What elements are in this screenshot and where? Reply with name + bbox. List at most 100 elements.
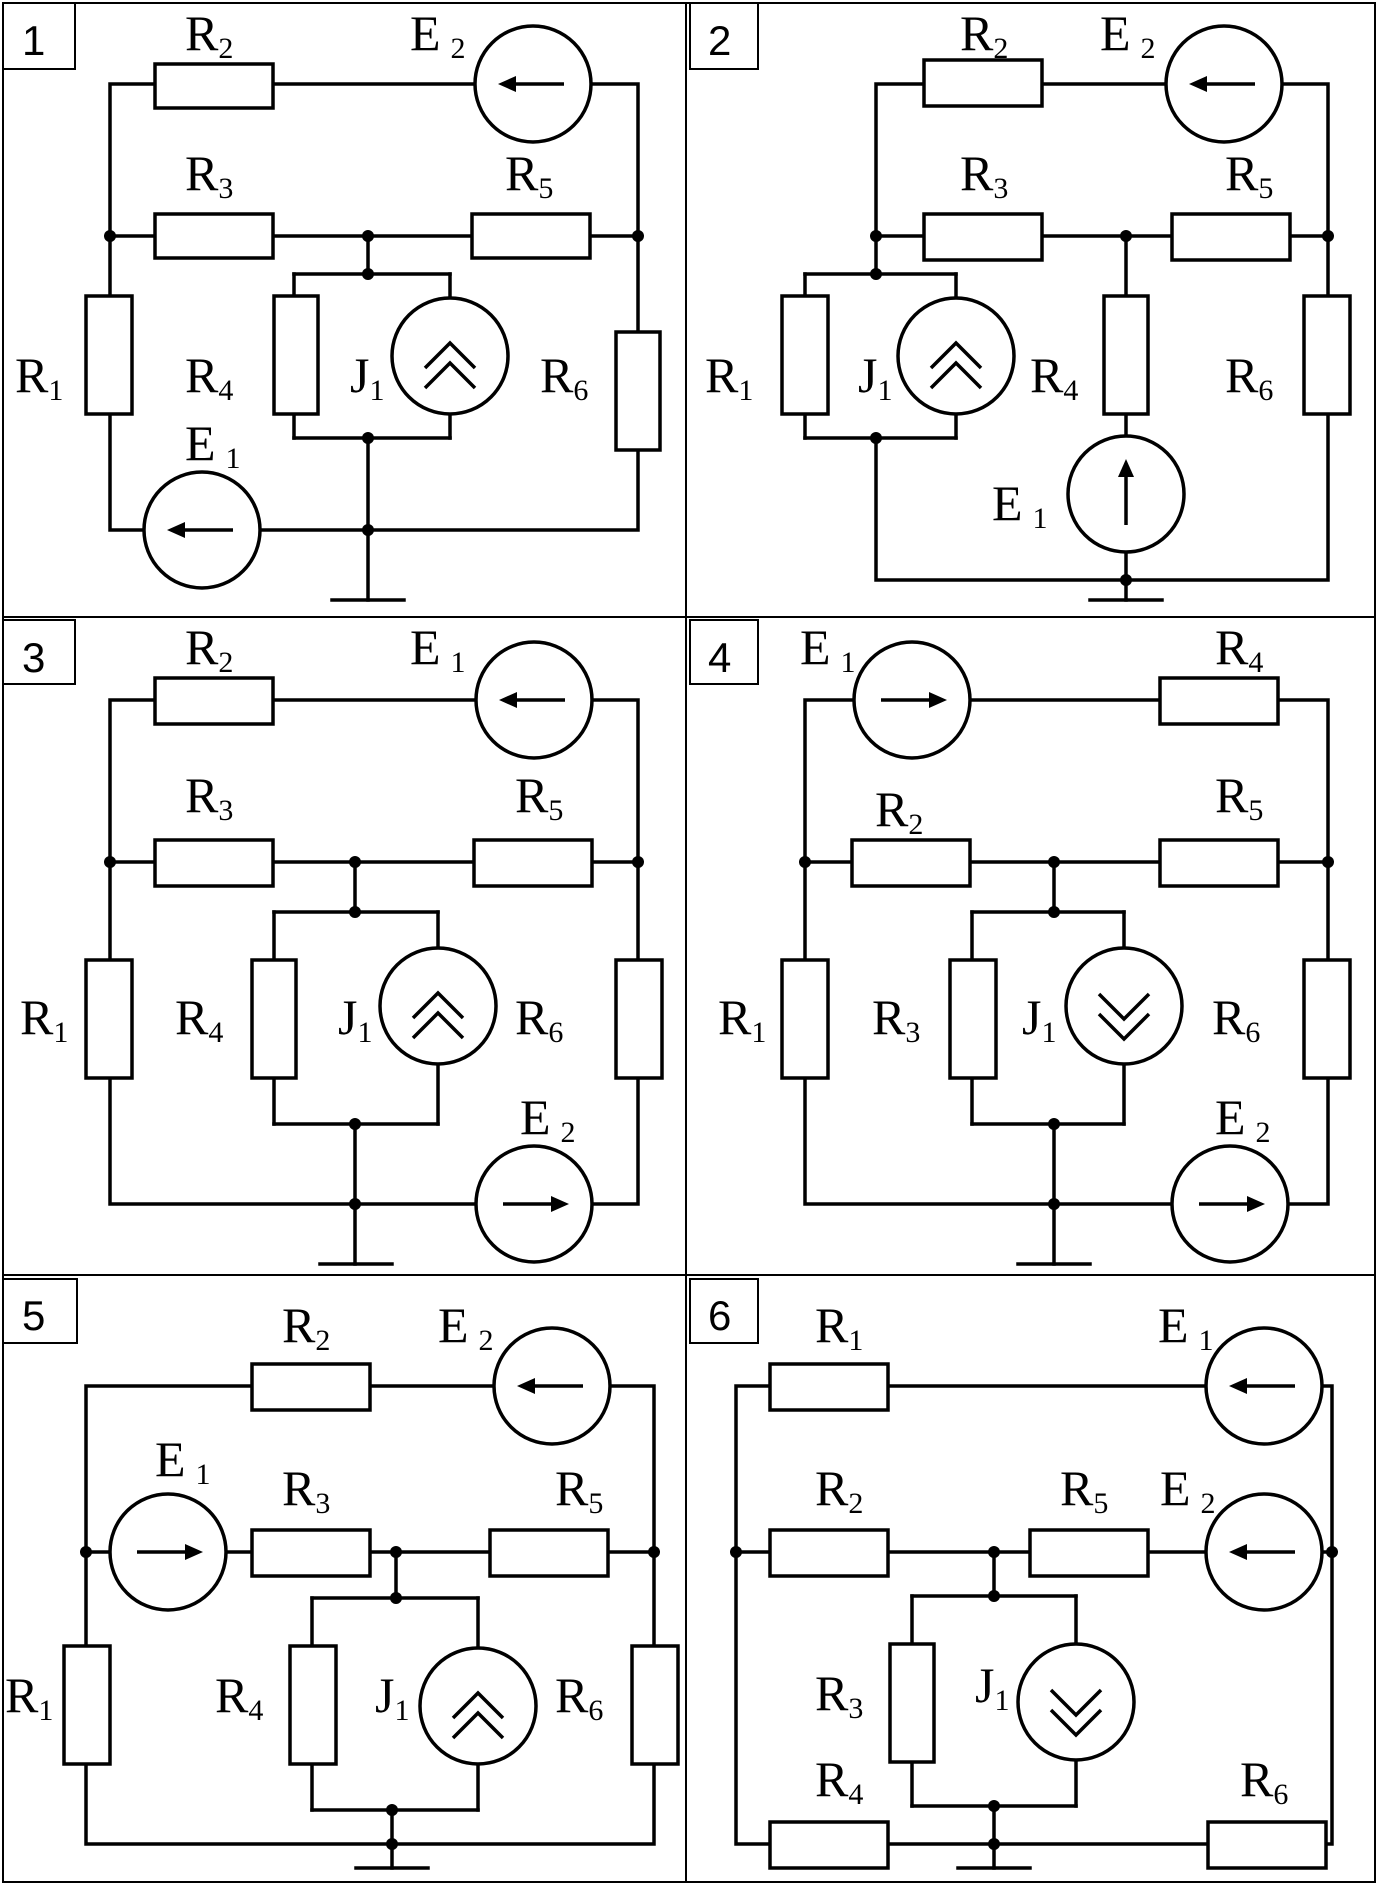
label-r5: R5 [515, 767, 563, 827]
label-r3: R3 [185, 767, 233, 827]
label-r1: R1 [5, 1667, 53, 1727]
label-r2: R2 [185, 5, 233, 65]
label-r4: R4 [175, 989, 223, 1049]
label-r5: R5 [1215, 767, 1263, 827]
panel-3: 3 [2, 619, 664, 1266]
voltage-source-e2 [473, 24, 593, 144]
resistor-r5 [1028, 1528, 1150, 1578]
label-r3: R3 [815, 1665, 863, 1725]
voltage-source-e2 [1170, 1144, 1290, 1264]
resistor-r5 [470, 212, 592, 260]
current-source-j1 [1016, 1642, 1136, 1762]
label-r4: R4 [815, 1751, 863, 1811]
current-source-j1 [390, 296, 510, 416]
resistor-r4 [250, 958, 298, 1080]
voltage-source-e2 [1164, 24, 1284, 144]
label-r6: R6 [1225, 347, 1273, 407]
current-source-j1 [418, 1646, 538, 1766]
voltage-source-e2 [474, 1144, 594, 1264]
junction-nodes [104, 856, 644, 1210]
label-r6: R6 [555, 1667, 603, 1727]
label-r2: R2 [960, 5, 1008, 65]
voltage-source-e1 [1204, 1326, 1324, 1446]
label-r3: R3 [872, 989, 920, 1049]
junction-nodes [799, 856, 1334, 1210]
resistor-r3 [948, 958, 998, 1080]
label-r5: R5 [1225, 145, 1273, 205]
resistor-r5 [1170, 212, 1292, 262]
label-r2: R2 [185, 619, 233, 679]
resistor-r5 [472, 838, 594, 888]
label-r1: R1 [815, 1297, 863, 1357]
junction-nodes [870, 230, 1334, 586]
panel-number: 5 [22, 1292, 45, 1339]
panel-5: 5 [2, 1278, 680, 1870]
voltage-source-e1 [474, 640, 594, 760]
label-r1: R1 [705, 347, 753, 407]
label-j1: J1 [350, 347, 384, 407]
label-r3: R3 [185, 145, 233, 205]
resistor-r6 [614, 958, 664, 1080]
resistor-r6 [1302, 958, 1352, 1080]
label-r6: R6 [540, 347, 588, 407]
panel-number: 4 [708, 634, 731, 681]
label-r2: R2 [875, 781, 923, 841]
panel-4: 4 [689, 619, 1352, 1266]
label-j1: J1 [1022, 989, 1056, 1049]
resistor-r6 [1206, 1820, 1328, 1870]
resistor-r4 [1102, 294, 1150, 416]
label-r1: R1 [20, 989, 68, 1049]
label-r3: R3 [960, 145, 1008, 205]
resistor-r2 [850, 838, 972, 888]
junction-nodes [730, 1546, 1338, 1850]
label-r2: R2 [815, 1460, 863, 1520]
resistor-r1 [780, 294, 830, 416]
resistor-r5 [488, 1528, 610, 1578]
resistor-r2 [153, 676, 275, 726]
resistor-r1 [84, 294, 134, 416]
resistor-r5 [1158, 838, 1280, 888]
resistor-r6 [614, 330, 662, 452]
resistor-r3 [250, 1528, 372, 1578]
label-r5: R5 [1060, 1460, 1108, 1520]
resistor-r3 [153, 212, 275, 260]
panel-6: 6 [689, 1278, 1338, 1870]
label-r2: R2 [282, 1297, 330, 1357]
resistor-r1 [780, 958, 830, 1080]
label-r6: R6 [515, 989, 563, 1049]
voltage-source-e1 [142, 470, 262, 590]
current-source-j1 [896, 296, 1016, 416]
resistor-r4 [1158, 676, 1280, 726]
resistor-r2 [922, 58, 1044, 108]
resistor-r1 [768, 1362, 890, 1412]
panel-number: 2 [708, 17, 731, 64]
panel-1: 1 [2, 2, 662, 602]
resistor-r4 [288, 1644, 338, 1766]
label-r1: R1 [718, 989, 766, 1049]
label-j1: J1 [858, 347, 892, 407]
voltage-source-e2 [1204, 1492, 1324, 1612]
current-source-j1 [378, 946, 498, 1066]
label-r6: R6 [1240, 1751, 1288, 1811]
label-r3: R3 [282, 1460, 330, 1520]
resistor-r4 [272, 294, 320, 416]
resistor-r2 [768, 1528, 890, 1578]
label-r4: R4 [1215, 619, 1263, 679]
label-j1: J1 [375, 1667, 409, 1727]
resistor-r3 [888, 1642, 936, 1764]
voltage-source-e1 [108, 1492, 228, 1612]
label-r5: R5 [505, 145, 553, 205]
resistor-r2 [250, 1362, 372, 1412]
resistor-r4 [768, 1820, 890, 1870]
current-source-j1 [1064, 946, 1184, 1066]
